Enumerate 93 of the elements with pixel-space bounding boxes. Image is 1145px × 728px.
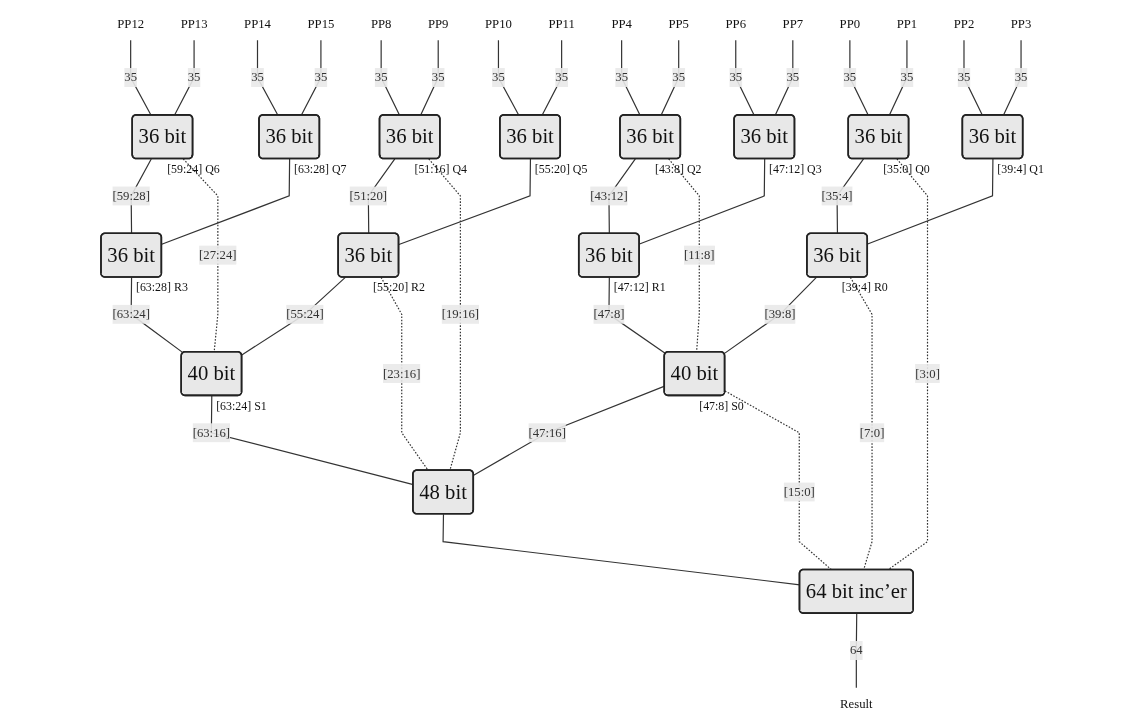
edge-label: [63:16] [192,425,231,440]
connector [723,276,817,355]
edge-label: [43:12] [590,188,628,203]
edge-label: [7:0] [859,425,885,440]
bus-label: [59:24] Q6 [167,161,220,176]
edge-label: [51:20] [349,188,388,203]
edge-label: 35 [957,70,971,84]
edge-label: 35 [251,70,264,84]
connector [398,158,532,246]
connector [541,39,563,116]
connector [621,39,641,116]
node-text: PP7 [782,17,804,31]
connector [735,39,755,116]
node-text: PP13 [180,17,208,31]
edge-label: [55:24] [286,307,324,321]
bus-label: [39:4] Q1 [997,161,1044,176]
connector [888,39,908,116]
edge-label: 35 [555,70,568,84]
node-text: PP14 [244,17,271,31]
edge-label: [11:8] [683,247,715,262]
connector [867,158,994,245]
edge-label: 64 [849,643,863,657]
edge-label: [35:4] [821,188,853,203]
node-text: PP6 [725,17,746,31]
node-text: PP15 [307,17,335,31]
edge-label: [27:24] [199,247,237,262]
bus-label: [63:28] R3 [135,280,188,295]
edge-label: 35 [124,70,138,84]
node-text: PP0 [839,17,861,31]
connector [256,39,279,116]
edge-label: 35 [729,70,743,84]
node-text: PP2 [953,17,975,31]
node-text: Result [840,696,873,711]
connector [182,158,219,353]
connector [497,39,520,116]
connector [300,39,322,116]
node-text: PP5 [668,17,689,31]
edge-label: [19:16] [441,307,480,321]
edge-label: 35 [786,70,800,84]
connector [849,276,873,571]
node-text: PP8 [370,17,392,31]
node-text: PP12 [117,17,145,31]
bus-label: [63:24] S1 [216,398,267,413]
node-text: PP4 [611,17,632,31]
connector [724,390,833,571]
edge-label: [47:16] [528,425,566,440]
bus-label: [55:20] R2 [373,280,426,295]
edge-label: [3:0] [915,366,940,380]
connector [963,39,983,116]
bus-label: [63:28] Q7 [293,161,347,176]
node-text: PP9 [427,17,449,31]
edge-label: [47:8] [593,307,625,321]
edge-label: 35 [374,70,388,84]
bus-label: [51:16] Q4 [414,161,468,176]
connector [849,39,869,116]
connector [161,158,291,245]
connector [855,612,858,689]
bus-label: [35:0] Q0 [883,161,930,176]
connector [668,158,700,353]
bus-label: [55:20] Q5 [534,161,588,176]
node-text: PP11 [548,17,575,31]
edge-label: 35 [843,70,857,84]
connector [380,39,401,116]
edge-label: 35 [187,70,201,84]
edge-label: [59:28] [112,188,150,203]
connector [380,276,429,472]
edge-label: [63:24] [112,307,150,321]
bus-label: [47:8] S0 [699,398,744,413]
bus-label: [47:12] R1 [613,280,666,295]
bus-label: [47:12] Q3 [769,161,822,176]
connector [173,39,195,116]
edge-label: 35 [314,70,328,84]
connector [1002,39,1022,116]
connector [660,39,680,116]
bus-label: [39:4] R0 [841,280,888,295]
edge-label: [15:0] [783,484,815,499]
edge-label: 35 [1014,70,1028,84]
node-text: PP3 [1010,17,1032,31]
edge-label: 35 [900,70,914,84]
edge-label: 35 [492,70,505,84]
edge-label: [39:8] [764,307,796,321]
node-text: PP10 [485,17,512,31]
connector [420,39,439,116]
connector [774,39,794,116]
connector [130,39,152,116]
edge-label: 35 [431,70,445,84]
edge-label: 35 [672,70,686,84]
connector [241,276,346,356]
connector [887,158,929,571]
edge-label: [23:16] [383,366,421,380]
edge-label: 35 [615,70,628,84]
node-text: PP1 [896,17,918,31]
bus-label: [43:8] Q2 [654,161,702,176]
